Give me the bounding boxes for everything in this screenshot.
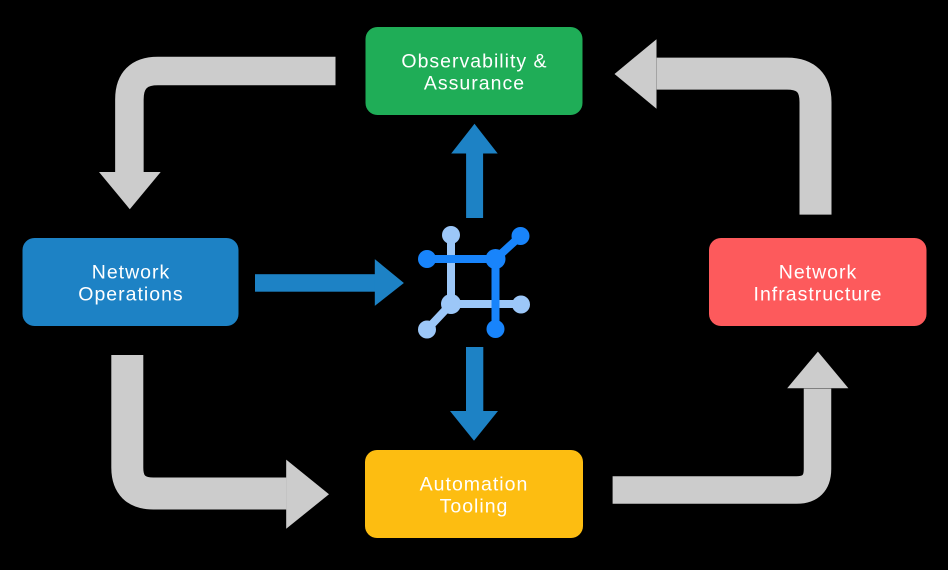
svg-text:Automation: Automation: [420, 474, 529, 496]
svg-text:Operations: Operations: [78, 284, 183, 306]
svg-text:Network: Network: [779, 262, 858, 284]
svg-text:Assurance: Assurance: [424, 73, 525, 95]
svg-text:Observability &: Observability &: [401, 51, 547, 73]
svg-text:Tooling: Tooling: [440, 496, 509, 518]
svg-text:Infrastructure: Infrastructure: [754, 284, 883, 306]
svg-text:Network: Network: [92, 262, 171, 284]
